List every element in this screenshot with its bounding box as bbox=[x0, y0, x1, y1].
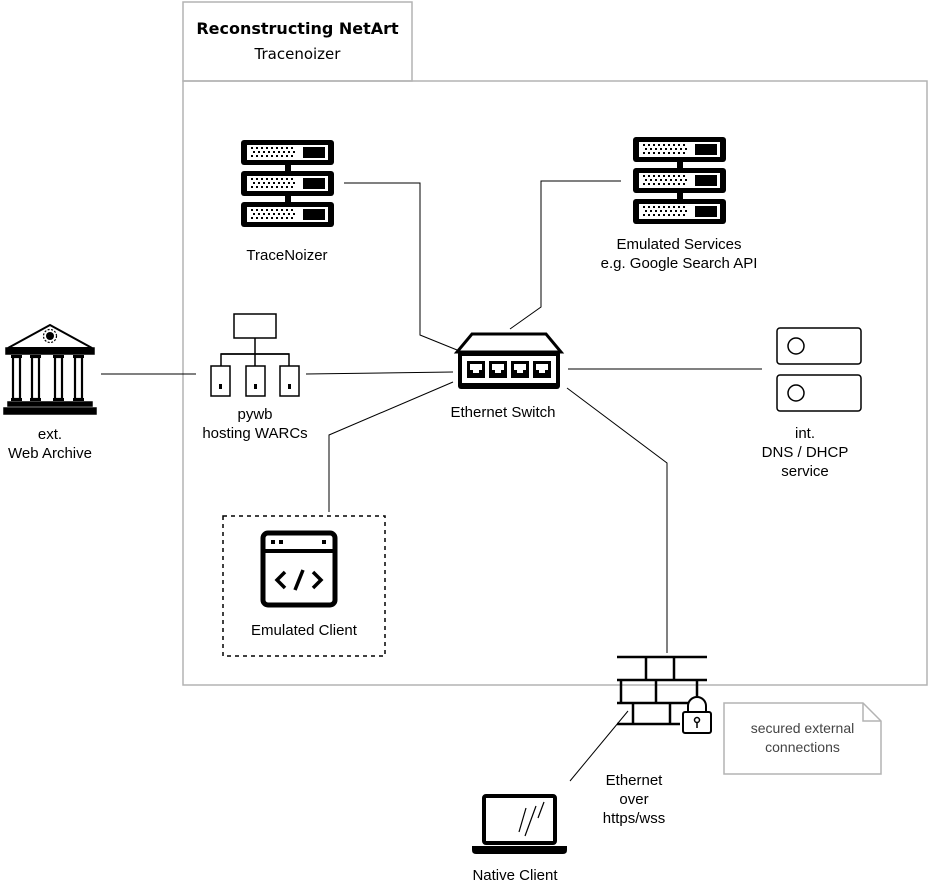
emulated-client-label: Emulated Client bbox=[251, 622, 357, 639]
ethernet-link-label: Ethernet over https/wss bbox=[602, 772, 666, 827]
ethernet-switch-label: Ethernet Switch bbox=[450, 404, 556, 421]
title-frame bbox=[182, 1, 413, 82]
emulated-client-frame bbox=[222, 515, 386, 657]
museum-building-icon bbox=[3, 323, 97, 415]
diagram-subtitle: Tracenoizer bbox=[254, 45, 341, 63]
note-line-2: connections bbox=[765, 739, 840, 755]
firewall-lock-icon bbox=[617, 655, 712, 734]
diagram-title-box: Reconstructing NetArt Tracenoizer bbox=[183, 2, 412, 81]
diagram-title: Reconstructing NetArt bbox=[196, 19, 399, 38]
tracenoizer-label: TraceNoizer bbox=[246, 247, 328, 264]
network-boundary bbox=[182, 80, 928, 686]
server-units-icon bbox=[776, 327, 862, 412]
code-window-icon bbox=[260, 530, 338, 608]
laptop-icon bbox=[472, 794, 567, 854]
note-line-1: secured external bbox=[750, 720, 855, 736]
link-services-switch bbox=[509, 180, 621, 330]
link-firewall-native bbox=[569, 710, 629, 782]
note-shape bbox=[723, 702, 882, 775]
link-switch-firewall bbox=[566, 387, 668, 653]
native-client-label: Native Client bbox=[472, 867, 558, 884]
secured-connections-note: secured external connections bbox=[724, 703, 881, 774]
pywb-hierarchy-icon bbox=[210, 313, 300, 397]
pywb-label: pywb hosting WARCs bbox=[202, 406, 308, 442]
dns-dhcp-label: int. DNS / DHCP service bbox=[761, 425, 849, 480]
emulated-services-label: Emulated Services e.g. Google Search API bbox=[600, 236, 758, 272]
tracenoizer-server-icon bbox=[241, 140, 334, 227]
emulated-services-server-icon bbox=[633, 137, 726, 224]
link-switch-client bbox=[328, 381, 454, 512]
network-switch-icon bbox=[453, 332, 565, 389]
link-tracenoizer-switch bbox=[344, 182, 463, 353]
link-pywb-switch bbox=[305, 371, 454, 375]
web-archive-label: ext. Web Archive bbox=[8, 426, 92, 462]
